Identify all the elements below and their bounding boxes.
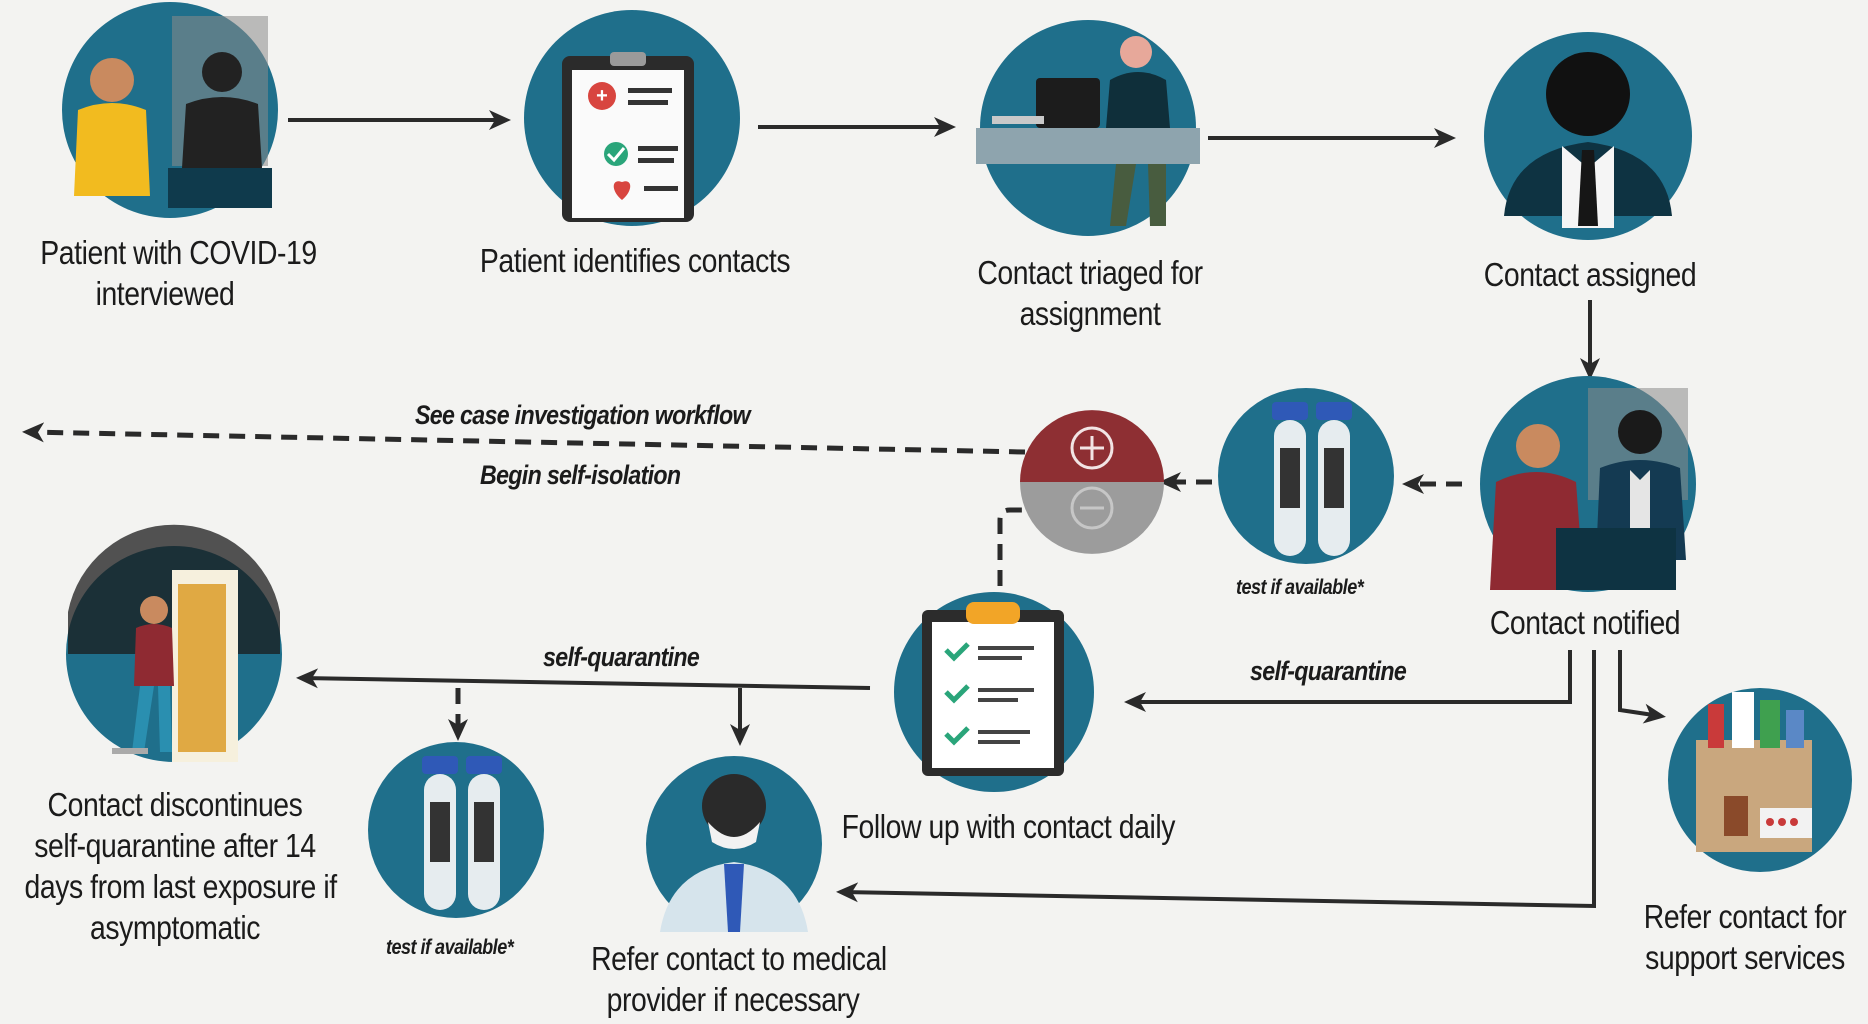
dashed-arrow-to-case-investigation <box>22 422 1026 455</box>
label-line: assignment <box>1019 295 1161 332</box>
test-tubes-upper-icon <box>1218 388 1394 564</box>
label-line: Refer contact for <box>1643 898 1847 935</box>
edge-label-test-if-available-lower: test if available* <box>386 936 514 959</box>
label-contact-assigned: Contact assigned <box>1461 254 1719 295</box>
arrow-notified-to-followup <box>1124 650 1572 712</box>
label-line: Contact triaged for <box>977 254 1203 291</box>
connectors <box>288 110 1666 909</box>
label-line: provider if necessary <box>606 981 860 1018</box>
label-follow-up: Follow up with contact daily <box>841 806 1176 847</box>
label-line: Contact notified <box>1489 604 1681 641</box>
edge-label-test-if-available-upper: test if available* <box>1236 576 1364 599</box>
minus-icon <box>1070 486 1114 530</box>
edge-label-self-quarantine-right: self-quarantine <box>1250 656 1407 686</box>
label-discontinue: Contact discontinues self-quarantine aft… <box>24 784 338 948</box>
label-line: Refer contact to medical <box>591 940 887 977</box>
label-line: days from last exposure if <box>24 868 338 905</box>
node-refer-medical-icon <box>646 756 822 932</box>
test-result-indicator <box>1020 410 1164 554</box>
arrow-notified-to-support <box>1618 650 1666 724</box>
label-line: interviewed <box>95 275 235 312</box>
label-line: Follow up with contact daily <box>841 808 1176 845</box>
label-line: Contact discontinues <box>47 786 303 823</box>
node-contact-notified-icon <box>1480 376 1696 592</box>
label-patient-identifies: Patient identifies contacts <box>476 240 794 281</box>
label-line: asymptomatic <box>90 909 260 946</box>
edge-label-self-quarantine-left: self-quarantine <box>543 642 700 672</box>
label-line: support services <box>1645 939 1845 976</box>
label-refer-support: Refer contact for support services <box>1638 896 1853 978</box>
label-line: Contact assigned <box>1483 256 1697 293</box>
edge-label-begin-self-isolation: Begin self-isolation <box>480 460 681 490</box>
arrow-followup-to-discontinue <box>296 668 871 690</box>
node-contact-assigned-icon <box>1484 32 1692 240</box>
node-patient-identifies-icon: + <box>524 10 740 226</box>
dashed-connectors <box>22 422 1462 741</box>
node-refer-support-icon <box>1668 688 1852 872</box>
svg-text:+: + <box>596 85 608 107</box>
node-discontinue-icon <box>66 524 282 762</box>
node-patient-interviewed-icon <box>62 2 278 218</box>
node-follow-up-icon <box>894 592 1094 792</box>
label-contact-notified: Contact notified <box>1460 602 1709 643</box>
arrow-notified-to-medical <box>836 650 1596 909</box>
node-contact-triaged-icon <box>976 20 1200 236</box>
label-line: Patient with COVID-19 <box>40 234 317 271</box>
edge-label-see-case-investigation: See case investigation workflow <box>415 400 751 430</box>
plus-icon <box>1070 426 1114 470</box>
label-refer-medical: Refer contact to medical provider if nec… <box>591 938 887 1020</box>
label-line: Patient identifies contacts <box>479 242 791 279</box>
dashed-path-followup-to-result <box>997 507 1032 612</box>
label-contact-triaged: Contact triaged for assignment <box>961 252 1219 334</box>
label-line: self-quarantine after 14 <box>34 827 316 864</box>
test-tubes-lower-icon <box>368 742 544 918</box>
label-patient-interviewed: Patient with COVID-19 interviewed <box>40 232 317 314</box>
